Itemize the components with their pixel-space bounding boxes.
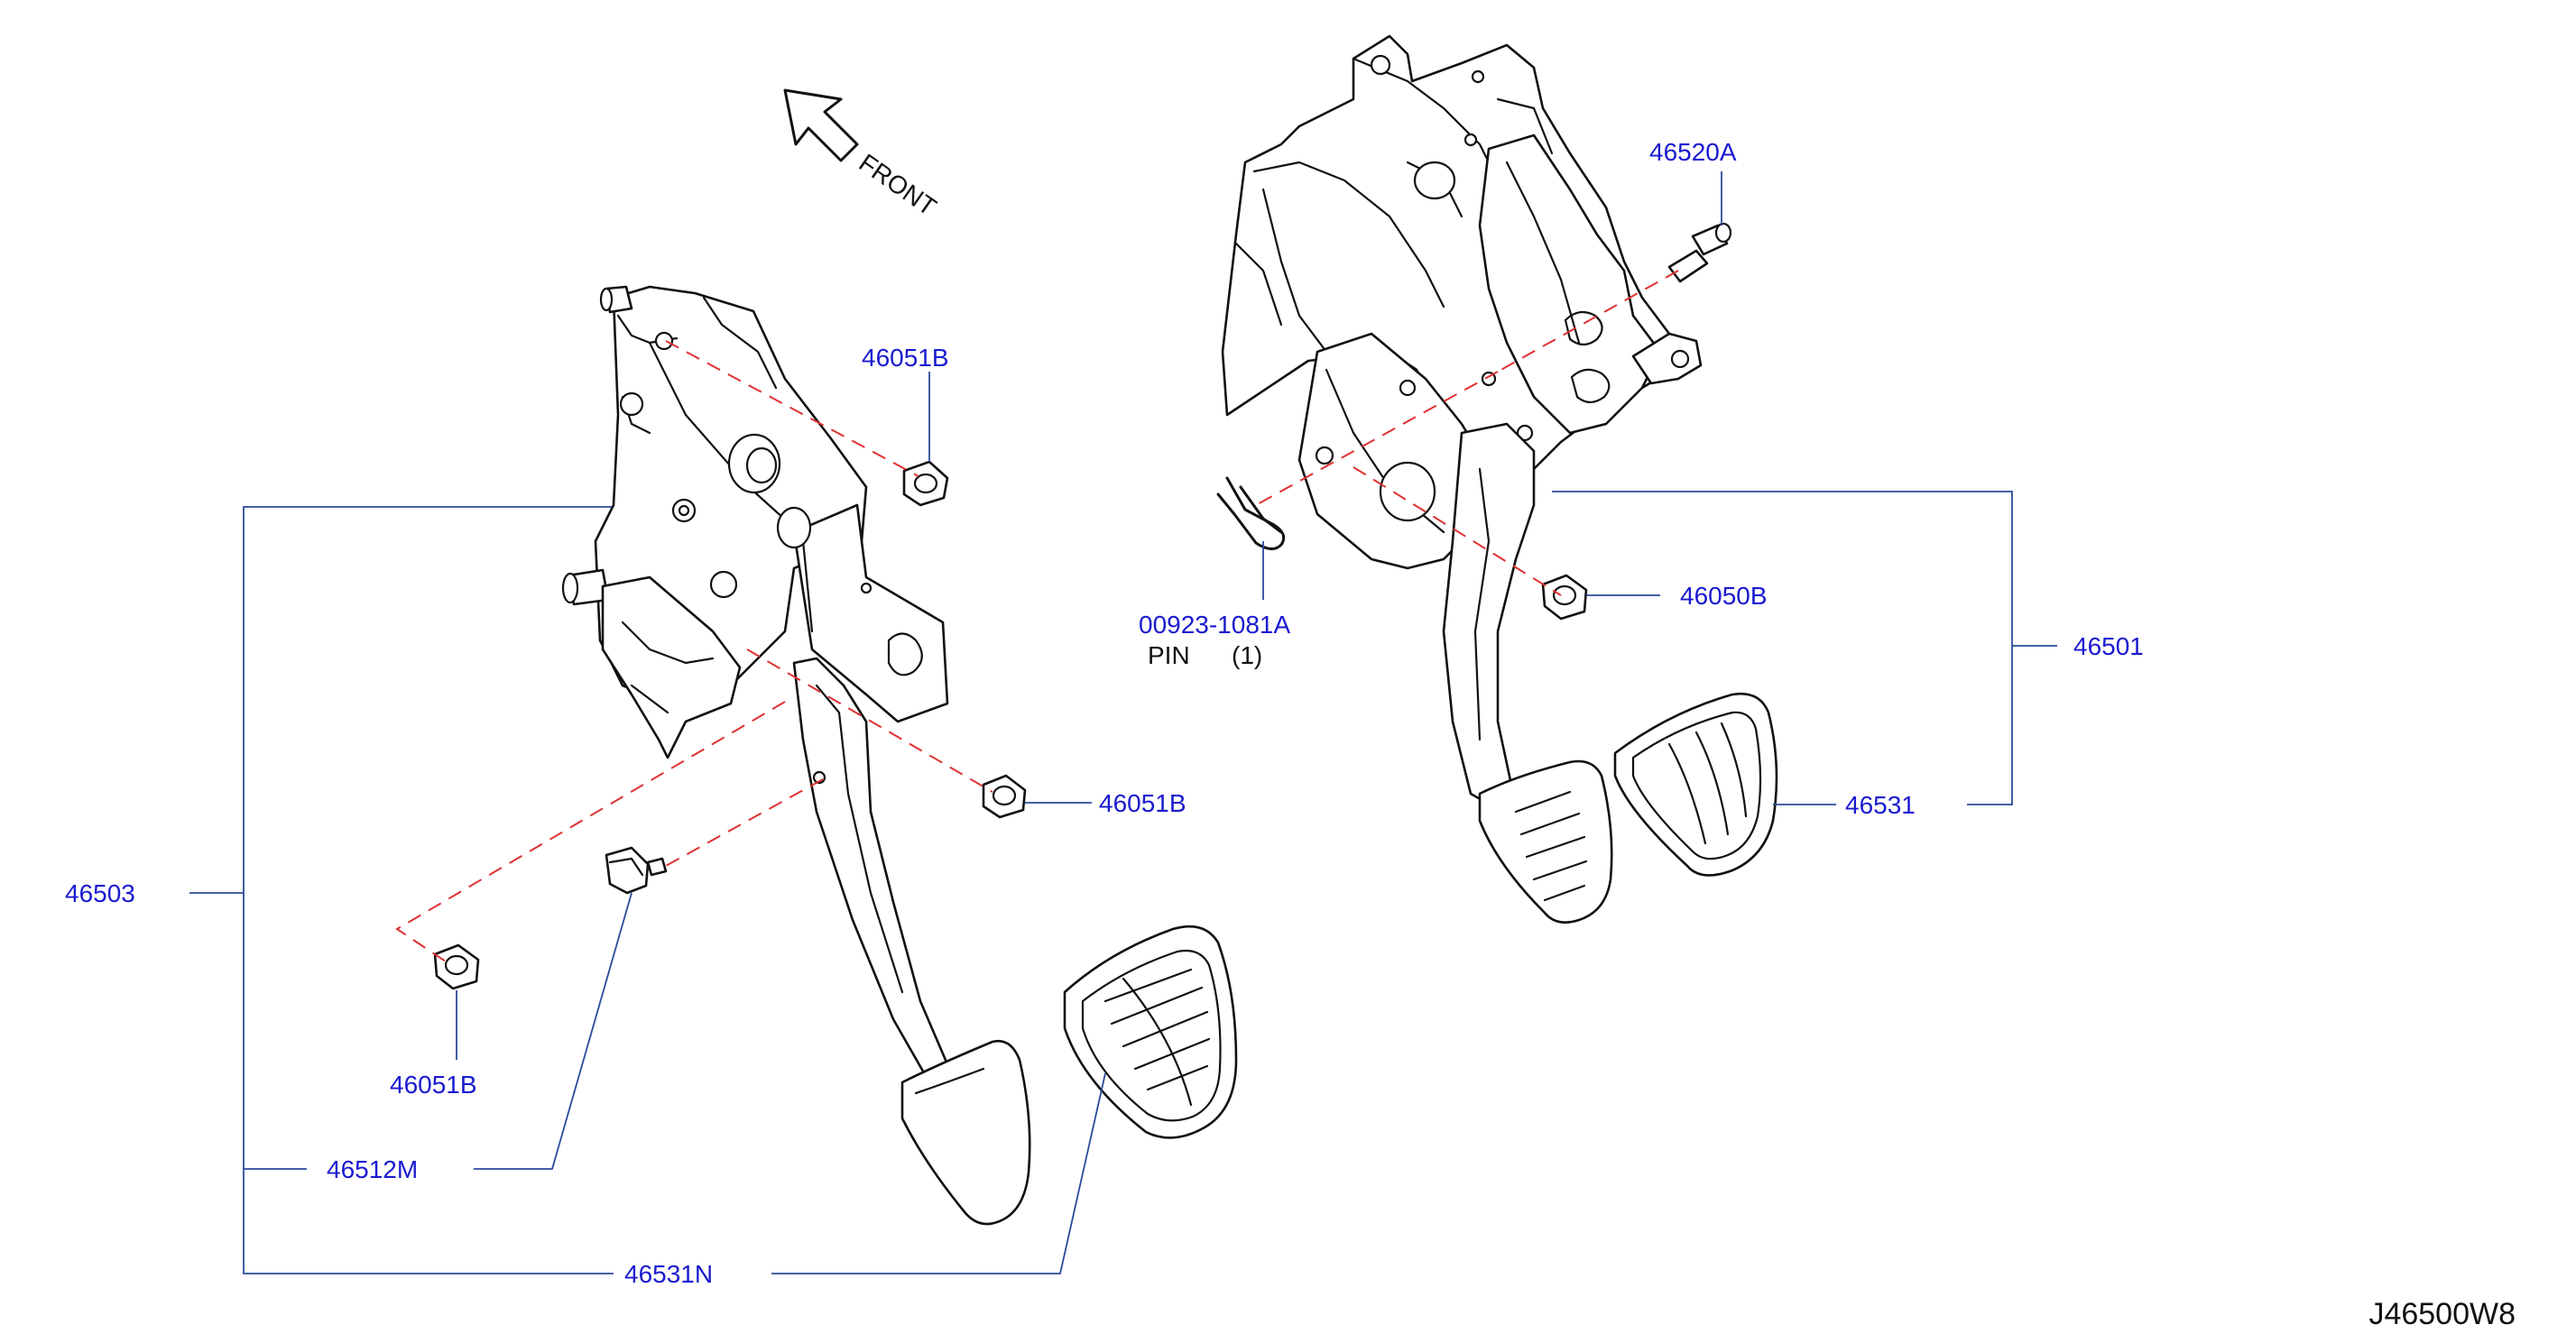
leader-46501-bracket	[1552, 491, 2013, 805]
leader-46531N	[771, 1072, 1106, 1274]
dash-line-3	[395, 701, 786, 966]
label-46531: 46531	[1845, 791, 1916, 819]
label-46051B-mid: 46051B	[1099, 789, 1186, 817]
pedal-pad-cover-46531	[1613, 692, 1778, 877]
label-46501: 46501	[2073, 632, 2144, 660]
leader-46503-bracket	[243, 506, 614, 1274]
part-labels: 46051B 46051B 46051B 46503 46512M 46531N…	[65, 138, 2144, 1288]
dash-line-4	[665, 778, 824, 867]
pin-caption: PIN (1)	[1148, 641, 1262, 669]
dash-line-7	[1353, 466, 1562, 596]
pin-qty-label: (1)	[1232, 641, 1262, 669]
label-46512M: 46512M	[327, 1155, 418, 1183]
label-46520A: 46520A	[1649, 138, 1737, 166]
label-46051B-top: 46051B	[862, 344, 949, 372]
dash-line-2	[746, 649, 993, 793]
label-46503: 46503	[65, 879, 135, 907]
pin-name-label: PIN	[1148, 641, 1190, 669]
front-label: FRONT	[854, 149, 942, 222]
clutch-pedal-assembly	[561, 285, 1031, 1226]
clip-part	[605, 846, 668, 895]
front-arrow-icon	[783, 88, 859, 162]
label-46051B-bottom: 46051B	[390, 1071, 477, 1099]
dash-line-5	[1497, 270, 1679, 373]
label-46531N: 46531N	[624, 1260, 713, 1288]
label-00923-1081A: 00923-1081A	[1139, 611, 1290, 639]
pin-part	[1216, 476, 1286, 550]
label-46050B: 46050B	[1680, 582, 1768, 610]
brake-pedal-assembly	[1221, 34, 1732, 924]
nut-46051B-bottom	[433, 943, 480, 990]
diagram-code: J46500W8	[2368, 1297, 2516, 1331]
nut-46051B-mid	[982, 774, 1027, 819]
leader-lines	[189, 171, 2057, 1274]
pedal-pad-cover-46531N	[1063, 924, 1238, 1139]
assembly-lines	[395, 270, 1679, 966]
nut-46050B	[1541, 574, 1588, 621]
nut-46051B-top	[902, 460, 949, 507]
leader-46512M-right	[474, 892, 632, 1170]
dash-line-1	[665, 340, 919, 477]
